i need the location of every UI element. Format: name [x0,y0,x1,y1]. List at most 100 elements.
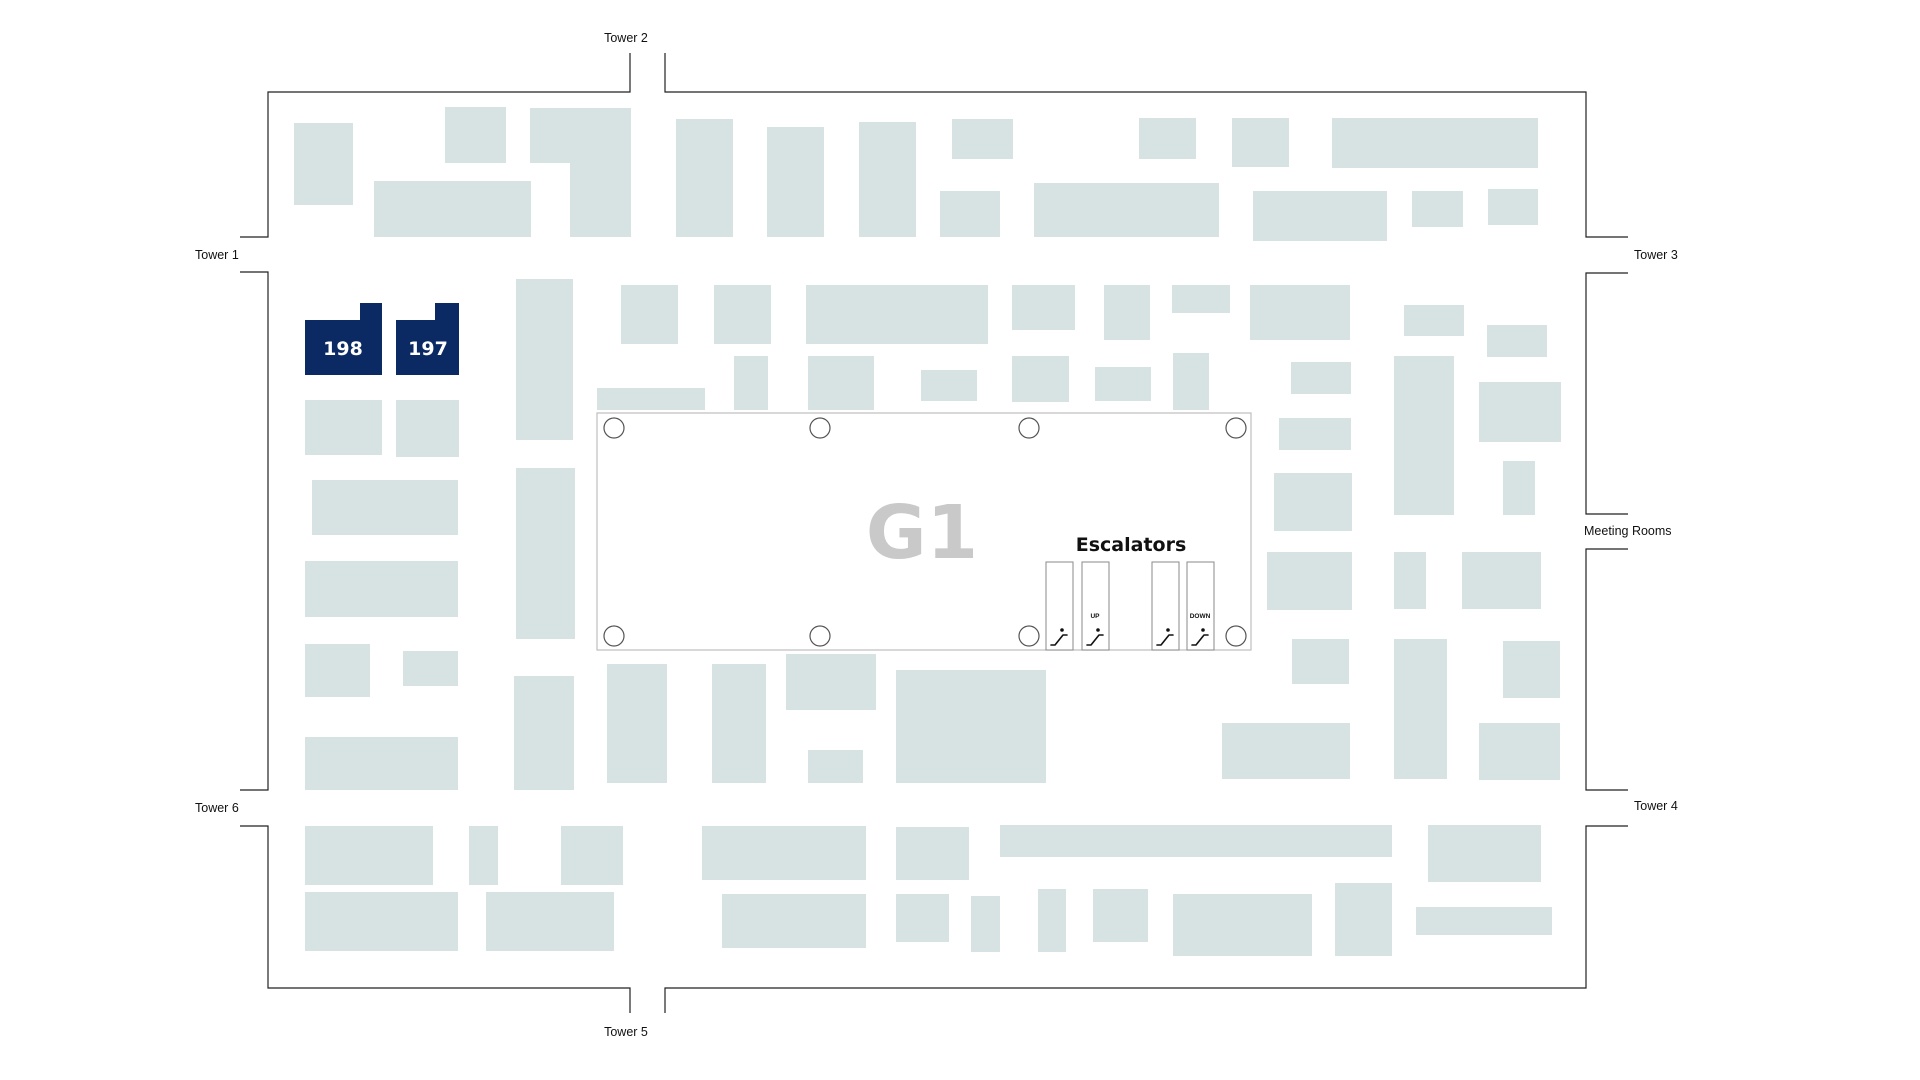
pillar-icon [1225,625,1247,647]
booth[interactable] [1279,418,1351,450]
booth[interactable] [621,285,678,344]
meeting-rooms-label[interactable]: Meeting Rooms [1584,524,1672,538]
booth[interactable] [396,400,459,457]
booth[interactable] [514,676,574,790]
booth[interactable] [1428,825,1541,882]
tower-5-label[interactable]: Tower 5 [604,1025,648,1039]
booth[interactable] [1416,907,1552,935]
booth[interactable] [607,664,667,783]
pillar-icon [1225,417,1247,439]
booth[interactable] [1394,552,1426,609]
booth[interactable] [403,651,458,686]
booth[interactable] [1404,305,1464,336]
booth[interactable] [469,826,498,885]
booth[interactable] [374,181,531,237]
booth[interactable] [722,894,866,948]
booth[interactable] [1222,723,1350,779]
booth[interactable] [1487,325,1547,357]
booth-197[interactable] [396,303,459,375]
booth[interactable] [767,127,824,237]
booth[interactable] [952,119,1013,159]
escalators-label: Escalators [1076,534,1187,556]
booth[interactable] [808,750,863,783]
booth[interactable] [1253,191,1387,241]
booth[interactable] [1412,191,1463,227]
tower-2-label[interactable]: Tower 2 [604,31,648,45]
escalator-up-label: UP [1090,613,1100,620]
booth[interactable] [1172,285,1230,313]
booth[interactable] [1479,723,1560,780]
booth[interactable] [896,670,1046,783]
booth[interactable] [312,480,458,535]
booth[interactable] [712,664,766,783]
booth[interactable] [1104,285,1150,340]
booth-198[interactable] [305,303,382,375]
booth[interactable] [714,285,771,344]
wall-bottom-left [240,825,631,1013]
zone-label: G1 [866,490,978,576]
booth[interactable] [940,191,1000,237]
booth[interactable] [1503,641,1560,698]
booth[interactable] [1012,356,1069,402]
booth[interactable] [896,894,949,942]
booth[interactable] [1000,825,1392,857]
booth[interactable] [1267,552,1352,610]
escalator-icon [1191,628,1209,646]
escalator-lane-up [1081,561,1110,651]
booth[interactable] [305,737,458,790]
booth[interactable] [1139,118,1196,159]
booth[interactable] [734,356,768,410]
booth[interactable] [702,826,866,880]
booth[interactable] [676,119,733,237]
booth[interactable] [1232,118,1289,167]
escalator-lane [1045,561,1074,651]
booth[interactable] [597,388,705,410]
booth[interactable] [1394,356,1454,515]
booth[interactable] [305,561,458,617]
booth[interactable] [1095,367,1151,401]
booth[interactable] [1335,883,1392,956]
booth[interactable] [516,468,575,639]
tower-4-label[interactable]: Tower 4 [1634,799,1678,813]
tower-6-label[interactable]: Tower 6 [195,801,239,815]
pillar-icon [603,417,625,439]
booth[interactable] [1394,639,1447,779]
booth[interactable] [1292,639,1349,684]
booth[interactable] [971,896,1000,952]
wall-top-right [664,53,1628,238]
booth[interactable] [1038,889,1066,952]
pillar-icon [809,625,831,647]
booth[interactable] [896,827,969,880]
booth[interactable] [294,123,353,205]
booth[interactable] [1274,473,1352,531]
booth[interactable] [305,644,370,697]
booth[interactable] [786,654,876,710]
escalator-icon [1050,628,1068,646]
booth[interactable] [486,892,614,951]
booth[interactable] [530,108,631,237]
booth[interactable] [1012,285,1075,330]
booth[interactable] [1332,118,1538,168]
booth[interactable] [1093,889,1148,942]
booth[interactable] [305,400,382,455]
booth[interactable] [806,285,988,344]
booth[interactable] [1503,461,1535,515]
booth[interactable] [1479,382,1561,442]
booth[interactable] [445,107,506,163]
booth[interactable] [561,826,623,885]
booth[interactable] [305,826,433,885]
booth[interactable] [305,892,458,951]
booth[interactable] [516,279,573,440]
booth[interactable] [1034,183,1219,237]
tower-3-label[interactable]: Tower 3 [1634,248,1678,262]
booth[interactable] [859,122,916,237]
booth[interactable] [808,356,874,410]
booth[interactable] [1173,894,1312,956]
booth[interactable] [1291,362,1351,394]
tower-1-label[interactable]: Tower 1 [195,248,239,262]
booth[interactable] [1250,285,1350,340]
booth[interactable] [921,370,977,401]
booth[interactable] [1488,189,1538,225]
booth[interactable] [1462,552,1541,609]
booth[interactable] [1173,353,1209,410]
